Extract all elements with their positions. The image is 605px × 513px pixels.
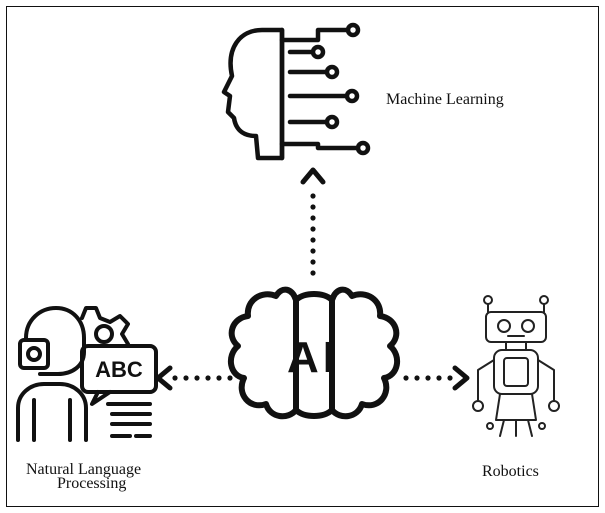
node-label-ml: Machine Learning: [386, 91, 504, 108]
center-label: AI: [287, 333, 339, 382]
edge-to-nlp: [155, 365, 233, 391]
head-circuit-icon: [221, 22, 371, 161]
edge-to-robotics: [403, 365, 470, 391]
diagram-frame: [6, 6, 599, 507]
person-abc-gear-icon: [16, 306, 158, 442]
brain-icon: [227, 286, 401, 420]
node-label-nlp-line2: Processing: [57, 475, 127, 492]
robot-icon: [472, 295, 560, 437]
node-label-nlp-line1: Natural Language: [26, 461, 142, 478]
node-label-robotics: Robotics: [482, 463, 539, 480]
edge-to-ml: [300, 167, 326, 276]
nlp-abc-text: ABC: [95, 357, 143, 382]
